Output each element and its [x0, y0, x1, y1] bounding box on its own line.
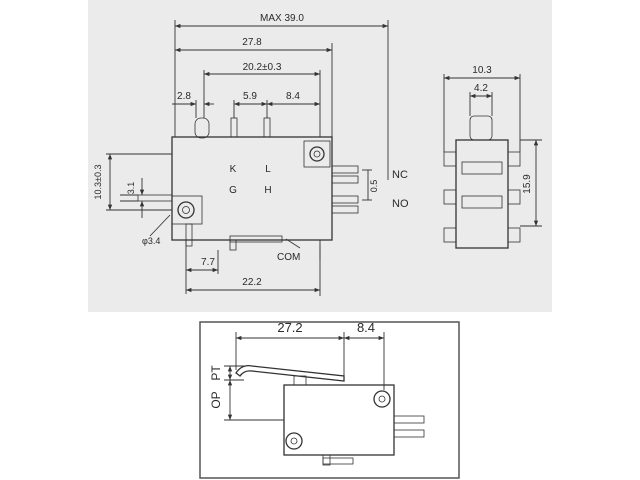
dim-length-27-8: 27.8: [242, 37, 262, 48]
terminal-no: [331, 195, 359, 214]
actuator-hole-left: [285, 432, 303, 450]
label-pt: PT: [209, 365, 223, 381]
actuator-view-panel: 27.2 8.4 PT OP: [199, 320, 460, 479]
dim-7-7: 7.7: [201, 257, 215, 268]
blade-left: [137, 194, 173, 202]
dim-height-10-3: 10.3±0.3: [93, 165, 103, 200]
blade-left-lower: [185, 223, 193, 247]
mounting-hole-right: [303, 140, 331, 168]
terminal-nc: [331, 165, 359, 184]
dim-8-4: 8.4: [286, 91, 300, 102]
dim-3-1: 3.1: [126, 182, 136, 195]
body-label-g: G: [229, 185, 237, 196]
body-label-k: K: [230, 164, 237, 175]
terminal-label-nc: NC: [392, 169, 408, 181]
dim-2-8: 2.8: [177, 91, 191, 102]
dim-side-width: 10.3: [472, 65, 492, 76]
dim-22-2: 22.2: [242, 277, 262, 288]
main-drawing-panel: K L G H NC NO COM: [88, 0, 552, 312]
body-label-h: H: [264, 185, 271, 196]
switch-body: [171, 136, 333, 241]
actuator-lever: [235, 365, 345, 386]
dim-side-inner: 4.2: [474, 83, 488, 94]
terminal-com: [229, 235, 283, 251]
dim-pin-span: 20.2±0.3: [243, 62, 282, 73]
terminal-label-no: NO: [392, 198, 409, 210]
terminal-label-com: COM: [277, 252, 300, 263]
dim-0-5: 0.5: [369, 180, 379, 193]
side-view: 10.3 4.2 15.9: [443, 65, 542, 249]
dim-lever-27-2: 27.2: [277, 320, 302, 335]
dim-side-height: 15.9: [522, 174, 533, 194]
body-label-l: L: [265, 164, 271, 175]
dim-max-length: MAX 39.0: [260, 13, 304, 24]
actuator-plunger: [194, 117, 210, 139]
dim-hole-3-4: φ3.4: [142, 236, 160, 246]
actuator-panel-frame: [199, 321, 460, 479]
side-plunger: [469, 115, 493, 141]
actuator-hole-right: [373, 390, 391, 408]
label-op: OP: [209, 391, 223, 408]
dim-lever-8-4: 8.4: [357, 320, 375, 335]
dim-5-9: 5.9: [243, 91, 257, 102]
